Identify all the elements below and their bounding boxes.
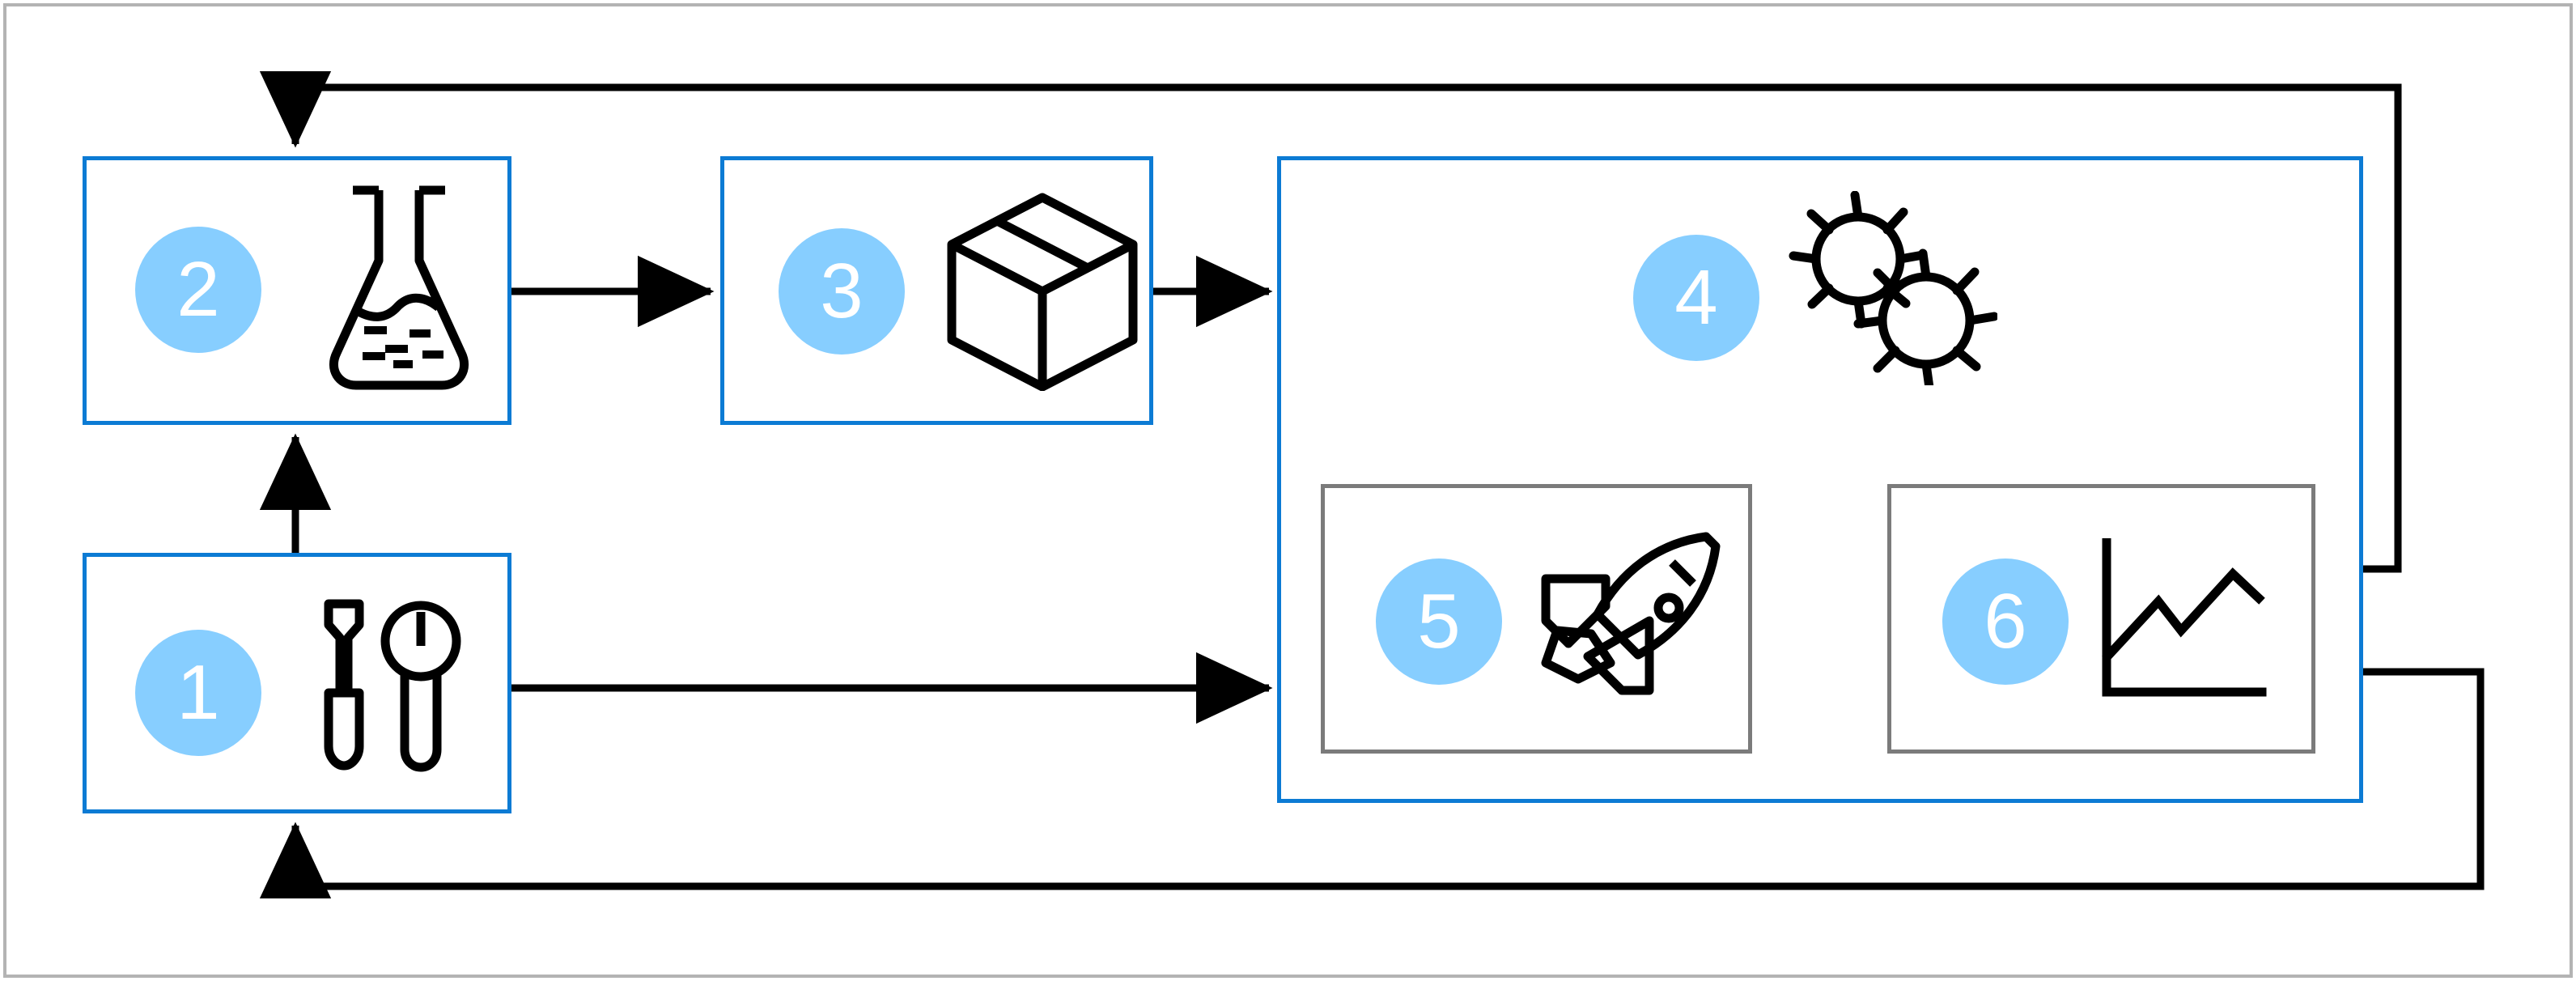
connector-6-to-1-feedback bbox=[259, 668, 2485, 898]
node-badge-4: 4 bbox=[1633, 235, 1759, 361]
germs-microbes-icon bbox=[1787, 191, 1997, 385]
node-badge-2: 2 bbox=[135, 227, 261, 353]
flask-erlenmeyer-icon bbox=[324, 185, 473, 401]
node-badge-6: 6 bbox=[1942, 558, 2069, 685]
tools-screwdriver-wrench-icon bbox=[314, 599, 468, 773]
connector-6-to-2-feedback bbox=[259, 71, 2402, 573]
node-badge-5: 5 bbox=[1376, 558, 1502, 685]
line-chart-growth-icon bbox=[2100, 538, 2274, 704]
node-badge-3: 3 bbox=[779, 228, 905, 355]
node-badge-1: 1 bbox=[135, 630, 261, 756]
package-box-icon bbox=[945, 193, 1139, 391]
rocket-launch-icon bbox=[1536, 530, 1722, 708]
